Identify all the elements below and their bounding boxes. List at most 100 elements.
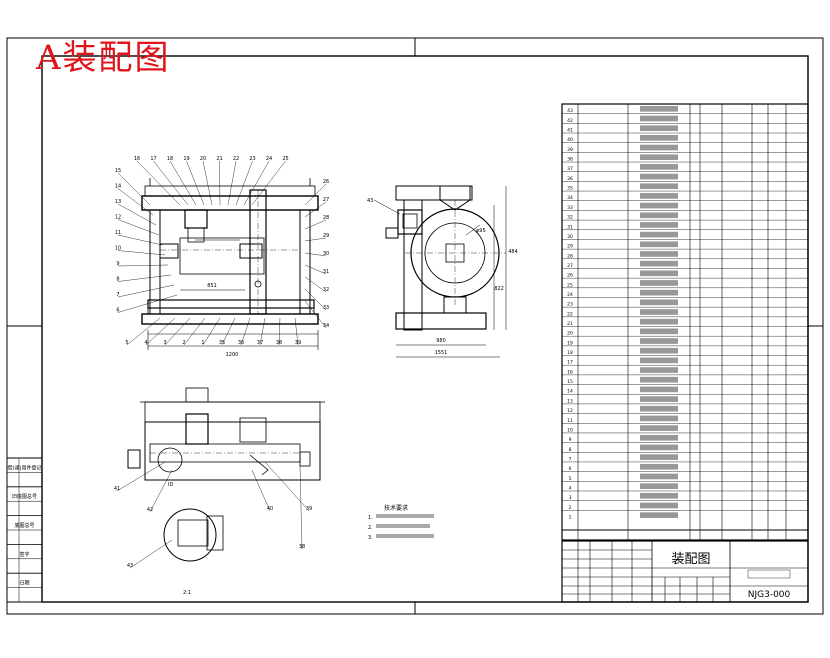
part-balloon: 25 [282, 156, 288, 162]
bom-item-number: 2 [569, 505, 572, 511]
part-balloon: 10 [115, 246, 121, 252]
overlay-title: A装配图 [36, 38, 171, 78]
part-balloon: 33 [323, 305, 329, 311]
bom-item-number: 1 [569, 515, 572, 521]
part-balloon: 41 [114, 486, 120, 492]
bom-item-number: 25 [567, 282, 573, 288]
part-balloon: 4 [144, 340, 147, 346]
part-balloon: 15 [115, 168, 121, 174]
part-balloon: 23 [249, 156, 255, 162]
part-balloon: 27 [323, 197, 329, 203]
part-balloon: 14 [115, 184, 121, 190]
part-balloon: 36 [238, 340, 244, 346]
part-balloon: 29 [323, 233, 329, 239]
bom-item-number: 24 [567, 292, 573, 298]
part-balloon: 21 [216, 156, 222, 162]
part-balloon: 43 [127, 563, 133, 569]
svg-text:980: 980 [436, 338, 446, 344]
tech-requirement-item: 3. [368, 535, 373, 541]
svg-text:822: 822 [494, 286, 504, 292]
bom-item-number: 33 [567, 205, 573, 211]
part-balloon: 31 [323, 269, 329, 275]
bom-item-number: 42 [567, 118, 573, 124]
side-view-balloon: 43 [367, 198, 401, 215]
part-balloon: 12 [115, 215, 121, 221]
part-balloon: 18 [167, 156, 173, 162]
svg-text:ID: ID [168, 482, 173, 488]
bom-item-number: 16 [567, 369, 573, 375]
part-balloon: 28 [323, 215, 329, 221]
part-balloon: 9 [116, 261, 119, 267]
part-balloon: 5 [125, 340, 128, 346]
bom-item-number: 23 [567, 302, 573, 308]
bom-item-number: 26 [567, 273, 573, 279]
drawing-number: NJG3-000 [748, 590, 791, 600]
registration-label: 日期 [19, 581, 29, 587]
side-view-dimensions: 980 1551 484 822 φ95 [435, 228, 518, 356]
svg-text:43: 43 [367, 198, 373, 204]
part-balloon: 6 [116, 308, 119, 314]
bom-item-number: 13 [567, 398, 573, 404]
part-balloon: 1 [201, 340, 204, 346]
svg-text:1551: 1551 [435, 350, 448, 356]
bom-item-number: 5 [569, 476, 572, 482]
bom-item-number: 19 [567, 340, 573, 346]
part-balloon: 3 [163, 340, 166, 346]
registration-label: 底图总号 [14, 522, 34, 529]
svg-text:2:1: 2:1 [183, 590, 191, 596]
part-balloon: 34 [323, 323, 329, 329]
part-balloon: 11 [115, 230, 121, 236]
plan-view-labels: ID 2:1 [168, 482, 191, 596]
svg-text:φ95: φ95 [476, 228, 486, 234]
registration-label: 旧底图总号 [12, 493, 37, 500]
bom-item-number: 15 [567, 379, 573, 385]
bom-item-number: 11 [567, 418, 573, 424]
part-balloon: 16 [134, 156, 140, 162]
bom-item-number: 40 [567, 137, 573, 143]
bom-item-number: 41 [567, 128, 573, 134]
bom-item-number: 38 [567, 157, 573, 163]
bom-item-number: 36 [567, 176, 573, 182]
part-balloon: 40 [267, 506, 273, 512]
part-balloon: 22 [233, 156, 239, 162]
bom-item-number: 34 [567, 195, 573, 201]
part-balloon: 8 [116, 277, 119, 283]
registration-label: 借(通)用件登记 [8, 464, 42, 471]
bom-item-number: 32 [567, 215, 573, 221]
registration-label: 签字 [19, 551, 29, 558]
part-balloon: 24 [266, 156, 272, 162]
bom-item-number: 28 [567, 253, 573, 259]
plan-view [127, 387, 325, 562]
front-view-dimensions: 1200 851 [207, 283, 238, 358]
bom-item-number: 30 [567, 234, 573, 240]
bom-item-number: 14 [567, 389, 573, 395]
part-balloon: 17 [150, 156, 156, 162]
part-balloon: 13 [115, 199, 121, 205]
bom-item-number: 37 [567, 166, 573, 172]
bom-item-number: 35 [567, 186, 573, 192]
part-balloon: 39 [306, 506, 312, 512]
bill-of-materials: 4342414039383736353433323130292827262524… [561, 103, 809, 541]
bom-item-number: 18 [567, 350, 573, 356]
svg-text:技术要求: 技术要求 [384, 504, 408, 512]
part-balloon: 39 [295, 340, 301, 346]
bom-item-number: 21 [567, 321, 573, 327]
bom-item-number: 4 [569, 485, 572, 491]
bom-item-number: 20 [567, 331, 573, 337]
tech-requirement-item: 2. [368, 525, 373, 531]
part-balloon: 42 [147, 507, 153, 513]
part-balloon: 26 [323, 179, 329, 185]
bom-item-number: 12 [567, 408, 573, 414]
svg-text:1200: 1200 [226, 352, 239, 358]
bom-item-number: 39 [567, 147, 573, 153]
part-balloon: 32 [323, 287, 329, 293]
bom-item-number: 31 [567, 224, 573, 230]
part-balloon: 37 [257, 340, 263, 346]
svg-text:484: 484 [508, 249, 518, 255]
bom-item-number: 29 [567, 244, 573, 250]
drawing-name: 装配图 [671, 552, 710, 567]
front-view [141, 178, 319, 350]
